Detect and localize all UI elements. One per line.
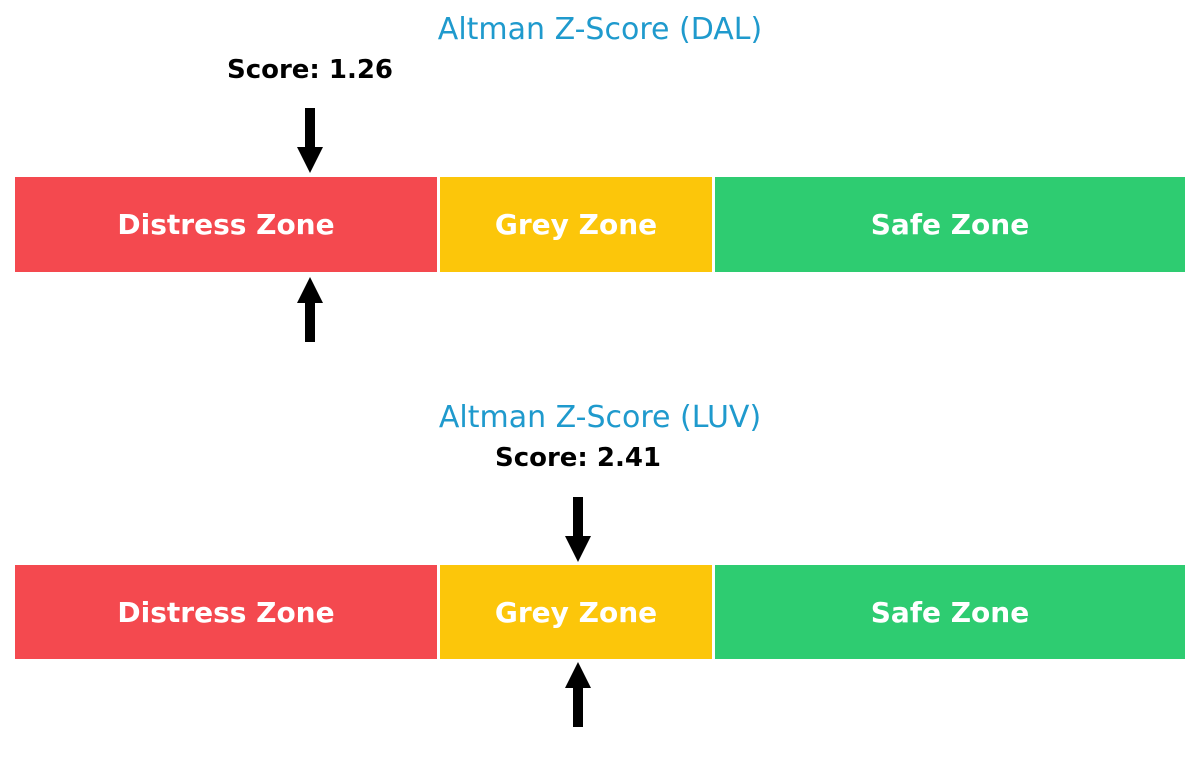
score-arrow-up-icon (565, 662, 591, 727)
zone-bar: Distress Zone Grey Zone Safe Zone (15, 177, 1185, 272)
arrow-head-up-icon (297, 277, 323, 303)
score-arrow-up-icon (297, 277, 323, 342)
arrow-shaft (305, 303, 315, 342)
score-arrow-down-icon (565, 497, 591, 562)
chart-title: Altman Z-Score (LUV) (438, 400, 762, 435)
zone-segment-distress: Distress Zone (15, 565, 437, 659)
arrow-head-down-icon (565, 536, 591, 562)
zone-segment-safe: Safe Zone (715, 565, 1185, 659)
zone-label: Distress Zone (117, 208, 335, 241)
zone-label: Grey Zone (494, 595, 658, 629)
zone-segment-distress: Distress Zone (15, 177, 437, 272)
score-arrow-down-icon (297, 108, 323, 173)
zone-label: Grey Zone (494, 208, 658, 241)
zone-label: Safe Zone (870, 208, 1030, 241)
chart-title: Altman Z-Score (DAL) (437, 12, 763, 47)
zone-segment-grey: Grey Zone (440, 177, 712, 272)
score-label: Score: 1.26 (226, 55, 394, 85)
zone-label: Safe Zone (870, 595, 1030, 629)
arrow-head-down-icon (297, 147, 323, 173)
zone-segment-safe: Safe Zone (715, 177, 1185, 272)
score-label: Score: 2.41 (494, 443, 662, 473)
zone-label: Distress Zone (117, 595, 335, 629)
arrow-shaft (305, 108, 315, 147)
arrow-shaft (573, 688, 583, 727)
zone-segment-grey: Grey Zone (440, 565, 712, 659)
zone-bar: Distress Zone Grey Zone Safe Zone (15, 565, 1185, 659)
arrow-head-up-icon (565, 662, 591, 688)
arrow-shaft (573, 497, 583, 536)
